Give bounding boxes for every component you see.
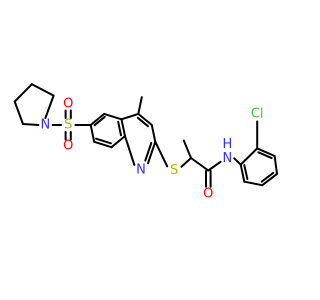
methyl-bond [137, 96, 143, 115]
pyrrolidine-bond-2 [30, 83, 55, 97]
molecule-structure-diagram: N S O O N S O N H Cl [13, 83, 278, 202]
benzo-bond-5 [93, 140, 113, 149]
pyridine-bond-2 [137, 112, 153, 126]
phenyl-bond-3 [273, 155, 278, 175]
ch-carbonyl-bond [190, 157, 210, 172]
pyridine-bond-2-inner [136, 116, 149, 128]
pyridine-bond-3 [150, 124, 157, 143]
bond-layer [13, 83, 278, 188]
atom-cl-chloro: Cl [251, 107, 264, 122]
phenyl-bond-4 [261, 172, 278, 187]
pyrrolidine-bond-1 [44, 94, 55, 119]
pyrrolidine-bond-5 [22, 123, 40, 126]
benzo-bond-3 [120, 118, 126, 138]
atom-h-amide: H [223, 137, 233, 152]
atom-o-carbonyl: O [203, 186, 213, 201]
atom-n-amide: N [223, 151, 233, 166]
atom-o-sulfonyl-bottom: O [63, 138, 73, 153]
pyrrolidine-bond-4 [13, 100, 24, 125]
atom-s-thioether: S [170, 163, 178, 178]
atom-label-layer: N S O O N S O N H Cl [41, 97, 264, 202]
pyridine-bond-4 [147, 140, 157, 165]
benzo-bond-5-inner [95, 137, 112, 145]
pyridine-bond-1 [120, 112, 140, 121]
phenyl-bond-2 [256, 147, 276, 157]
s-ch-bond [180, 157, 192, 168]
aryl-s-bond [154, 140, 169, 168]
phenyl-bond-4-inner [260, 171, 275, 183]
c-n-amide-bond [207, 160, 222, 172]
atom-s-sulfonyl: S [64, 118, 72, 133]
benzo-bond-6 [89, 124, 96, 143]
atom-n-quinoline: N [136, 163, 146, 178]
benzo-bond-1-inner [93, 115, 106, 127]
atom-o-sulfonyl-top: O [63, 97, 73, 112]
pyridine-bond-4-inner [144, 142, 153, 162]
n-aryl-bond [233, 157, 242, 166]
benzo-bond-4 [110, 135, 126, 149]
phenyl-bond-5 [243, 180, 264, 187]
pyrrolidine-bond-3 [13, 83, 33, 103]
benzo-bond-1 [89, 112, 106, 126]
phenyl-bond-6-inner [243, 164, 249, 180]
benzo-bond-3-inner [117, 120, 122, 137]
benzo-bond-2 [103, 112, 123, 121]
pyridine-bond-5 [124, 135, 136, 166]
ch-methyl-bond [182, 139, 192, 159]
phenyl-bond-2-inner [257, 151, 273, 160]
atom-n-pyrrolidine: N [41, 118, 51, 133]
phenyl-bond-1 [239, 147, 259, 166]
phenyl-bond-6 [239, 163, 246, 183]
